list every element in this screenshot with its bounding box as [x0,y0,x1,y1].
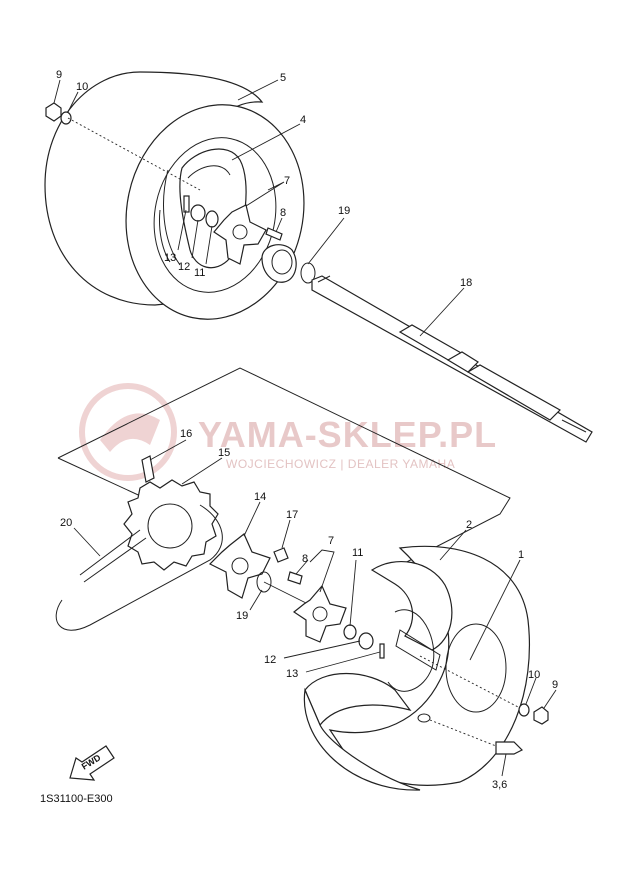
cotter-pin-lower [379,643,385,659]
watermark-brand: YAMA-SKLEP.PL [198,414,497,455]
hub-lower [292,584,347,643]
callout-12-lower: 12 [264,654,276,666]
callout-19-upper: 19 [338,205,350,217]
axle-washer-lower [518,703,530,717]
callouts: 9 10 5 4 7 8 19 13 12 11 18 16 15 20 14 … [56,69,558,791]
watermark-subtitle: WOJCIECHOWICZ | DEALER YAMAHA [226,457,455,471]
callout-7-upper: 7 [284,175,290,187]
upper-wheel-assembly [44,71,316,320]
axle-washer-upper [60,111,72,125]
callout-9-upper: 9 [56,69,62,81]
sprocket-bolt [141,455,155,483]
drive-chain [55,504,223,631]
sprocket [123,479,219,571]
valve-axis-line [429,719,497,747]
callout-7-lower: 7 [328,535,334,547]
washer-upper [205,210,219,228]
callout-13-upper: 13 [164,252,176,264]
axis-line-lower [419,655,521,709]
rear-axle [311,275,593,443]
bolt-upper [265,227,283,241]
hub-upper [213,204,267,265]
callout-1: 1 [518,549,524,561]
valve-stem [495,741,524,755]
callout-10-lower: 10 [528,669,540,681]
callout-11-upper: 11 [194,267,205,279]
nut-lower [358,632,374,650]
callout-2: 2 [466,519,472,531]
bolt-lower-hub [287,571,303,585]
group-outline [57,367,511,569]
callout-20: 20 [60,517,72,529]
callout-12-upper: 12 [178,261,190,273]
callout-13-lower: 13 [286,668,298,680]
watermark-logo-icon [79,383,177,481]
callout-8-upper: 8 [280,207,286,219]
callout-19-lower: 19 [236,610,248,622]
callout-4: 4 [300,114,306,126]
callout-17: 17 [286,509,298,521]
valve-hole [417,713,431,723]
cotter-pin-upper [183,195,190,213]
axle-nut-upper [45,102,62,122]
callout-15: 15 [218,447,230,459]
lower-wheel-assembly [303,545,531,791]
leader-lines [53,79,557,777]
callout-11-lower: 11 [352,547,363,559]
axis-line-lower-left [263,581,311,606]
hub-lower-left [208,533,271,599]
bearing-housing-upper [261,244,297,283]
bolt-lower [273,547,289,563]
callout-14: 14 [254,491,266,503]
diagram-code: 1S31100-E300 [40,793,113,805]
callout-5: 5 [280,72,286,84]
callout-10-upper: 10 [76,81,88,93]
axle-nut-lower [533,706,549,725]
callout-9-lower: 9 [552,679,558,691]
o-ring-lower [256,571,272,593]
o-ring-upper [300,262,316,284]
washer-lower [343,624,357,640]
fwd-arrow-icon: FWD [69,745,115,781]
callout-16: 16 [180,428,192,440]
watermark: YAMA-SKLEP.PL WOJCIECHOWICZ | DEALER YAM… [79,383,497,481]
callout-8-lower: 8 [302,553,308,565]
callout-3-6: 3,6 [492,779,507,791]
nut-upper [190,204,206,222]
callout-18: 18 [460,277,472,289]
